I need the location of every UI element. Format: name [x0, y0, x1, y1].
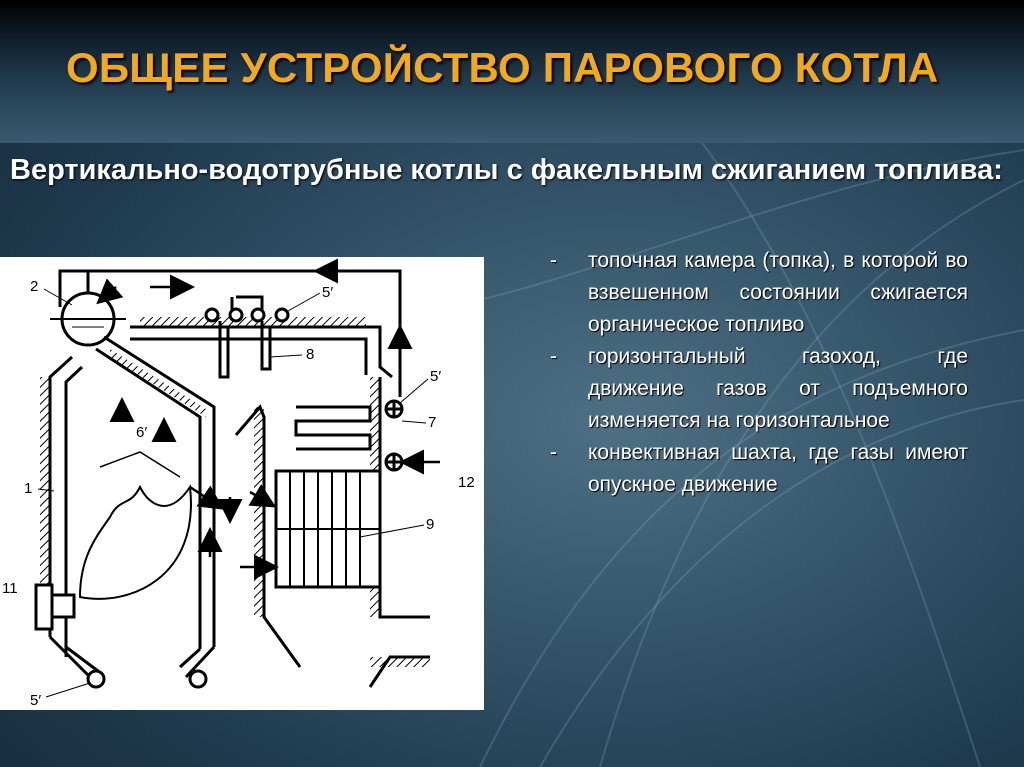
- flame: [78, 484, 192, 600]
- bullet-list: топочная камера (топка), в которой во вз…: [546, 245, 968, 501]
- label-12: 12: [458, 474, 475, 491]
- label-7: 7: [428, 414, 436, 431]
- label-11: 11: [2, 580, 18, 597]
- title-bar: [0, 0, 1024, 143]
- boiler-diagram: 2 1 11 5′ 6′ 5′ 8 5′ 7 12 9: [0, 257, 484, 710]
- label-1: 1: [24, 480, 32, 497]
- bullet-item-convective-shaft: конвективная шахта, где газы имеют опуск…: [546, 437, 968, 501]
- label-5-bottom: 5′: [30, 692, 41, 709]
- burner: [34, 583, 54, 631]
- label-2: 2: [30, 278, 38, 295]
- slide-title: ОБЩЕЕ УСТРОЙСТВО ПАРОВОГО КОТЛА: [66, 44, 939, 91]
- label-8: 8: [306, 346, 314, 363]
- slide-subtitle: Вертикально-водотрубные котлы с факельны…: [10, 154, 1003, 186]
- label-5-top: 5′: [322, 284, 333, 301]
- bullet-item-furnace: топочная камера (топка), в которой во вз…: [546, 245, 968, 341]
- bullet-item-gas-duct: горизонтальный газоход, где движение газ…: [546, 341, 968, 437]
- label-9: 9: [426, 516, 434, 533]
- boiler-schematic: 2 1 11 5′ 6′ 5′ 8 5′ 7 12 9: [2, 258, 475, 709]
- label-6: 6′: [136, 424, 147, 441]
- label-5-side: 5′: [430, 368, 441, 385]
